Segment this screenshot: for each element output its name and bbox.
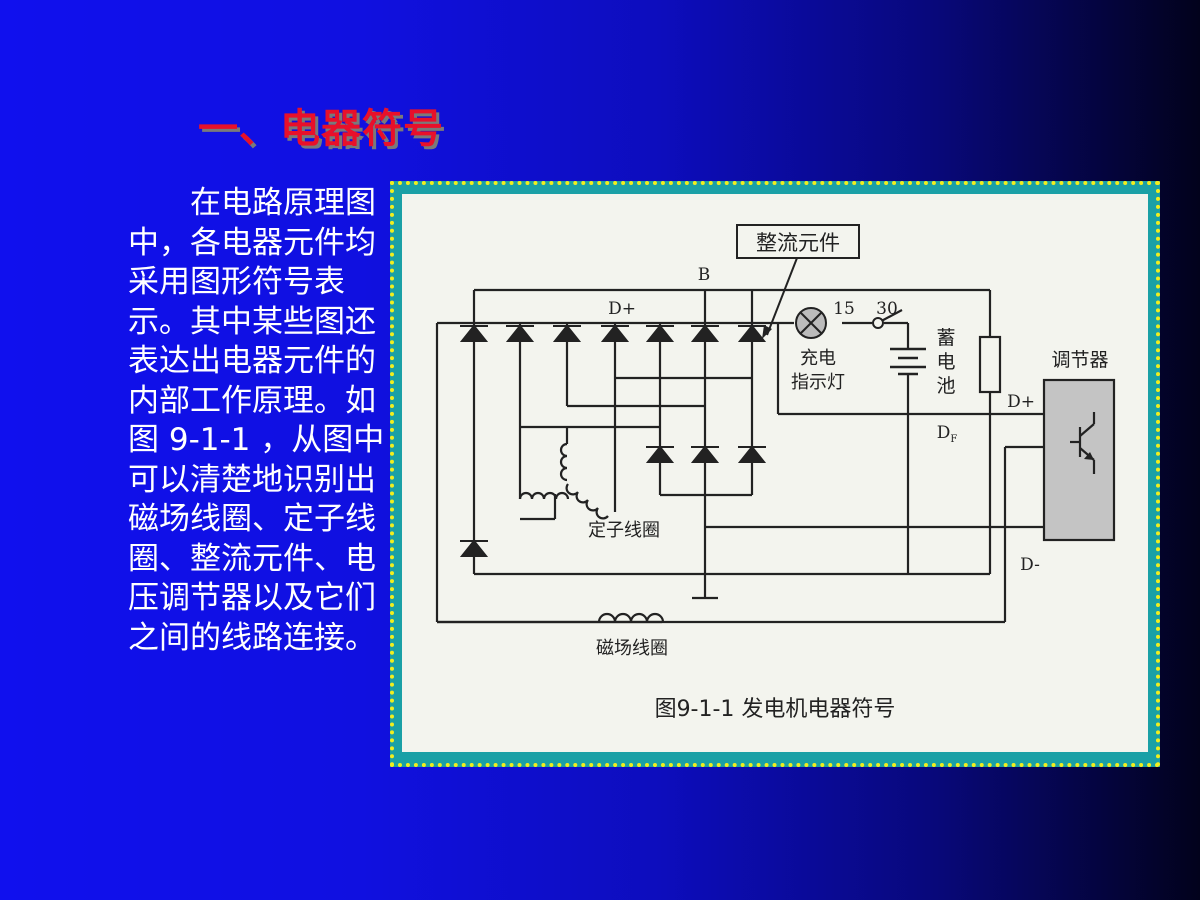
transistor-icon: [1070, 412, 1096, 474]
circuit-diagram: 整流元件 B D+ 15 30 充电 指示灯 蓄 电 池 调节器 D+ DF 定…: [435, 224, 1116, 722]
regulator-box: [1042, 378, 1116, 542]
b-terminal-label: B: [698, 265, 711, 285]
d-plus-top-label: D+: [608, 299, 636, 319]
terminal-15-label: 15: [833, 299, 855, 319]
d-minus-label: D-: [1020, 555, 1040, 575]
resistor-icon: [978, 335, 1002, 394]
indicator-label-2: 指示灯: [791, 372, 845, 393]
body-text: 在电路原理图中，各电器元件均采用图形符号表示。其中某些图还表达出电器元件的内部工…: [128, 185, 385, 656]
df-label: DF: [937, 423, 958, 445]
battery-label-1: 蓄: [936, 327, 955, 349]
figure-frame: 整流元件 B D+ 15 30 充电 指示灯 蓄 电 池 调节器 D+ DF 定…: [390, 181, 1160, 767]
regulator-label: 调节器: [1051, 349, 1108, 371]
slide-title: 一、电器符号: [198, 106, 444, 152]
stator-label: 定子线圈: [588, 520, 660, 541]
figure-caption: 图9-1-1 发电机电器符号: [655, 697, 896, 722]
indicator-label-1: 充电: [800, 348, 836, 369]
battery-label-3: 池: [936, 375, 955, 397]
lamp-icon: [795, 307, 827, 339]
battery-icon: [890, 347, 926, 376]
rectifier-label-box: [736, 224, 860, 259]
figure-panel: 整流元件 B D+ 15 30 充电 指示灯 蓄 电 池 调节器 D+ DF 定…: [402, 194, 1148, 752]
rectifier-label: 整流元件: [756, 231, 840, 255]
battery-label-2: 电: [936, 351, 955, 373]
field-coil-label: 磁场线圈: [596, 638, 668, 659]
terminal-30-label: 30: [876, 299, 898, 319]
d-plus-right-label: D+: [1007, 392, 1035, 412]
